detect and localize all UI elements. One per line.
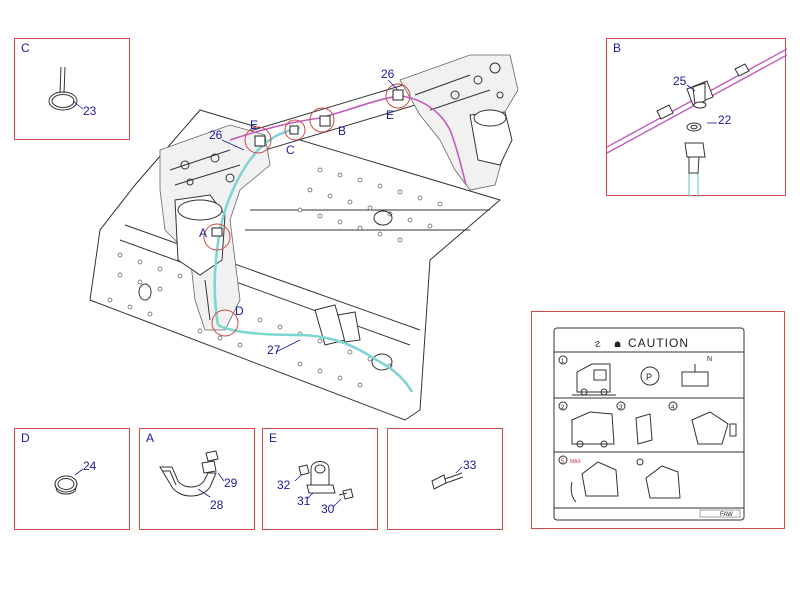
detail-panel-e: E 32 31 30 — [262, 428, 378, 530]
callout-c: C — [286, 143, 295, 157]
step-1: 1 — [561, 359, 565, 365]
detail-panel-c: C 23 — [14, 38, 130, 140]
plug-drawing: 24 — [54, 459, 97, 495]
part-23-label: 23 — [83, 104, 97, 118]
neutral-label: N — [707, 356, 712, 363]
brand-label: FAW — [720, 512, 733, 518]
caution-panel: ☡ ☗ 1 2 3 4 5 MAX P N FAW — [531, 311, 785, 529]
park-symbol: P — [646, 372, 652, 382]
part-22-label: 22 — [718, 113, 732, 127]
hydraulic-hose-cyan — [217, 323, 414, 393]
callout-e-right: E — [386, 108, 394, 122]
panel-label-b: B — [613, 41, 622, 55]
tee-fitting-drawing: 25 22 — [607, 48, 787, 197]
p-clamp-drawing: 32 31 30 — [277, 461, 354, 516]
caution-icon-b: ☗ — [614, 340, 621, 349]
part-31-label: 31 — [297, 494, 311, 508]
caution-icon-a: ☡ — [594, 340, 601, 349]
bolt-drawing: 33 — [431, 458, 477, 490]
part-33-label: 33 — [463, 458, 477, 472]
detail-panel-a: A 29 28 — [139, 428, 255, 530]
panel-label-a: A — [146, 431, 155, 445]
max-label: MAX — [570, 459, 582, 465]
callout-26-right: 26 — [381, 67, 395, 81]
step-2: 2 — [561, 405, 565, 411]
panel-label-d: D — [21, 431, 30, 445]
part-32-label: 32 — [277, 478, 291, 492]
panel-label-c: C — [21, 41, 30, 55]
part-29-label: 29 — [224, 476, 238, 490]
callout-d: D — [235, 304, 244, 318]
caution-title: CAUTION — [628, 336, 689, 350]
callout-a: A — [199, 226, 207, 240]
panel-label-e: E — [269, 431, 278, 445]
step-3: 3 — [619, 405, 623, 411]
part-25-label: 25 — [673, 74, 687, 88]
step-5: 5 — [561, 459, 565, 465]
detail-panel-d: D 24 — [14, 428, 130, 530]
caution-label-drawing: ☡ ☗ 1 2 3 4 5 MAX P N FAW — [553, 327, 745, 521]
part-24-label: 24 — [83, 459, 97, 473]
part-28-label: 28 — [210, 498, 224, 512]
callout-e-left: E — [250, 118, 258, 132]
right-mount-bracket — [399, 54, 519, 191]
part-30-label: 30 — [321, 502, 335, 516]
callout-26-left: 26 — [209, 128, 223, 142]
callout-27: 27 — [267, 343, 281, 357]
step-4: 4 — [671, 405, 675, 411]
callout-b: B — [338, 124, 346, 138]
detail-panel-b: B 25 22 — [606, 38, 787, 197]
frame-rail — [89, 109, 502, 421]
hose-clamp-drawing: 23 — [48, 66, 97, 118]
saddle-clamp-drawing: 29 28 — [159, 450, 238, 512]
detail-panel-bolt: 33 — [387, 428, 503, 530]
